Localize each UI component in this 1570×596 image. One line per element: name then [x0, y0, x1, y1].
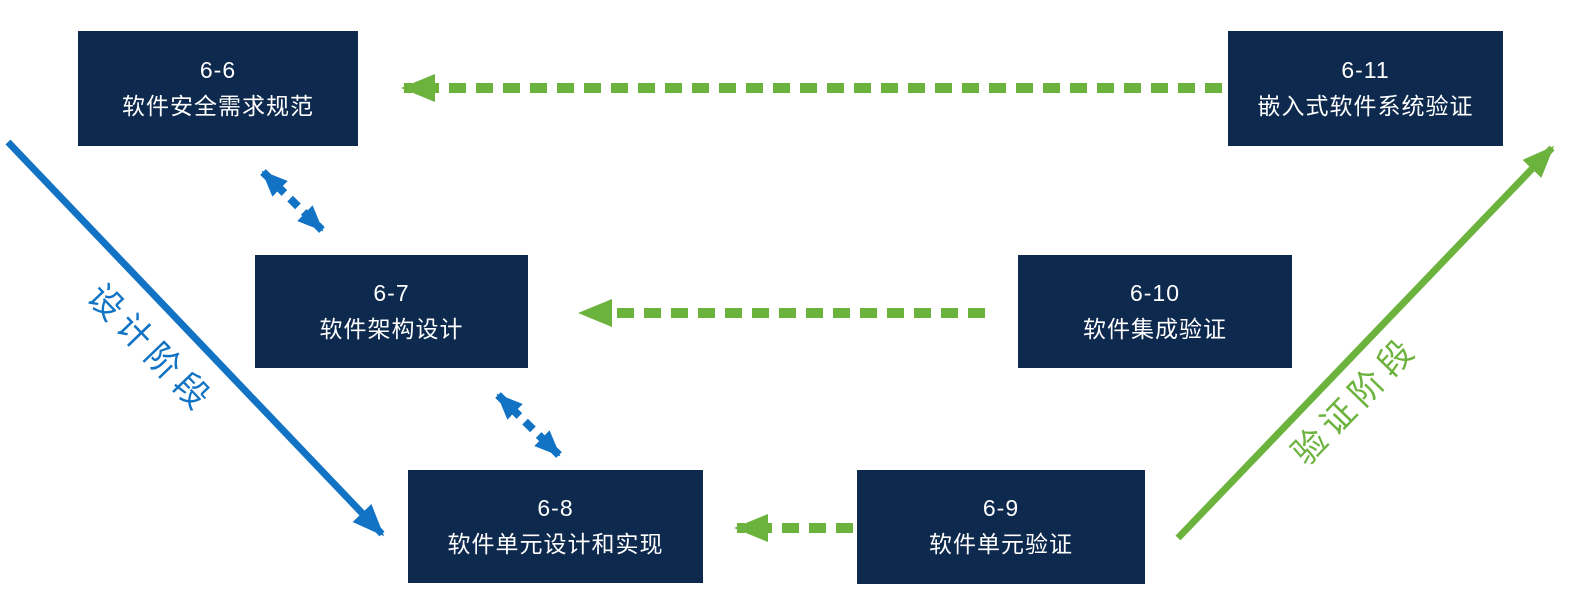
node-software-integration-verification: 6-10 软件集成验证 [1018, 255, 1292, 368]
node-id: 6-9 [982, 495, 1020, 522]
node-label: 软件单元设计和实现 [447, 530, 664, 557]
node-id: 6-10 [1129, 279, 1181, 306]
design-link-arrow-6-7-6-8 [495, 392, 562, 458]
node-label: 软件架构设计 [319, 315, 464, 342]
node-id: 6-8 [537, 494, 574, 521]
node-id: 6-6 [199, 56, 237, 83]
node-software-unit-design-implementation: 6-8 软件单元设计和实现 [408, 470, 703, 583]
node-id: 6-7 [373, 279, 410, 306]
node-software-architecture-design: 6-7 软件架构设计 [255, 255, 528, 368]
node-software-unit-verification: 6-9 软件单元验证 [857, 470, 1145, 584]
node-software-safety-requirements: 6-6 软件安全需求规范 [78, 31, 358, 146]
node-label: 软件单元验证 [929, 531, 1073, 557]
design-phase-axis-arrow [5, 139, 385, 537]
node-label: 软件安全需求规范 [122, 92, 314, 119]
node-label: 软件集成验证 [1083, 315, 1227, 342]
node-label: 嵌入式软件系统验证 [1257, 92, 1474, 119]
node-embedded-software-system-verification: 6-11 嵌入式软件系统验证 [1228, 31, 1503, 146]
design-link-arrow-6-6-6-7 [260, 169, 325, 233]
verification-phase-axis-arrow [1175, 145, 1555, 541]
node-id: 6-11 [1341, 56, 1390, 83]
